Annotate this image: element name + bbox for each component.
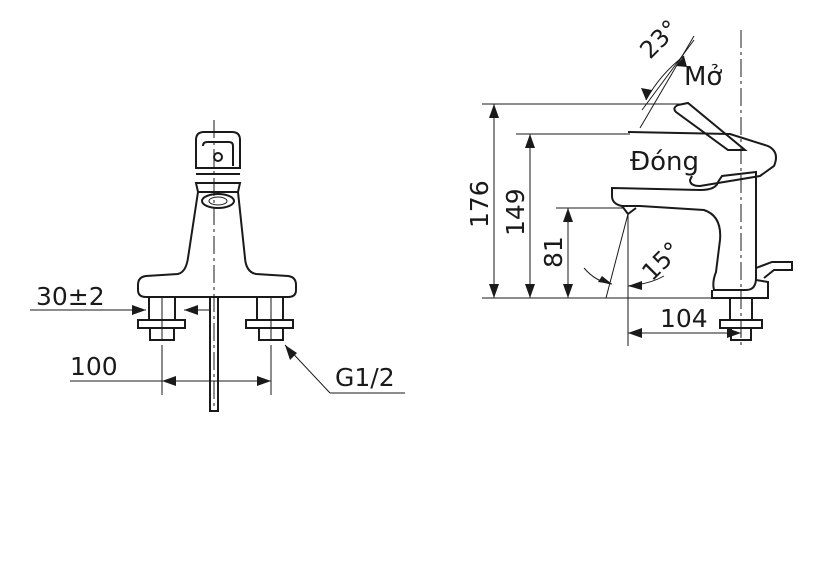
label-height-spout: 81	[539, 236, 568, 268]
dimension-reach: 104	[627, 298, 741, 346]
front-view: 30±2 100 G1/2	[30, 120, 405, 412]
front-left-connector	[137, 296, 186, 341]
side-aerator	[621, 205, 637, 216]
front-popup-rod	[209, 296, 219, 412]
dimension-height-lever: 149	[501, 133, 630, 298]
label-thread: G1/2	[335, 363, 395, 392]
front-aerator	[194, 182, 242, 209]
side-base	[711, 279, 769, 299]
leader-thread: G1/2	[284, 344, 405, 394]
dimension-spacing: 100	[70, 345, 272, 395]
label-angle-open: 23°	[634, 14, 684, 64]
lever-closed	[627, 131, 777, 188]
dimension-angle-spout: 15°	[583, 213, 686, 299]
dimension-height-spout: 81	[539, 207, 624, 298]
label-reach: 104	[660, 304, 708, 333]
front-handle	[195, 131, 241, 175]
lever-open	[673, 101, 748, 151]
side-view: 23° Mở Đóng 176 149 81	[465, 14, 793, 346]
label-height-lever: 149	[501, 188, 530, 236]
front-right-connector	[245, 296, 294, 341]
side-body	[611, 170, 757, 291]
label-spacing: 100	[70, 352, 118, 381]
dimension-deck-height: 30±2	[30, 282, 210, 315]
label-open: Mở	[684, 62, 722, 92]
label-closed: Đóng	[630, 147, 699, 177]
label-height-total: 176	[465, 180, 494, 228]
label-deck-height: 30±2	[36, 282, 105, 311]
label-angle-spout: 15°	[636, 236, 686, 286]
side-popup-lever	[755, 261, 793, 279]
dimension-height-total: 176	[465, 103, 680, 298]
